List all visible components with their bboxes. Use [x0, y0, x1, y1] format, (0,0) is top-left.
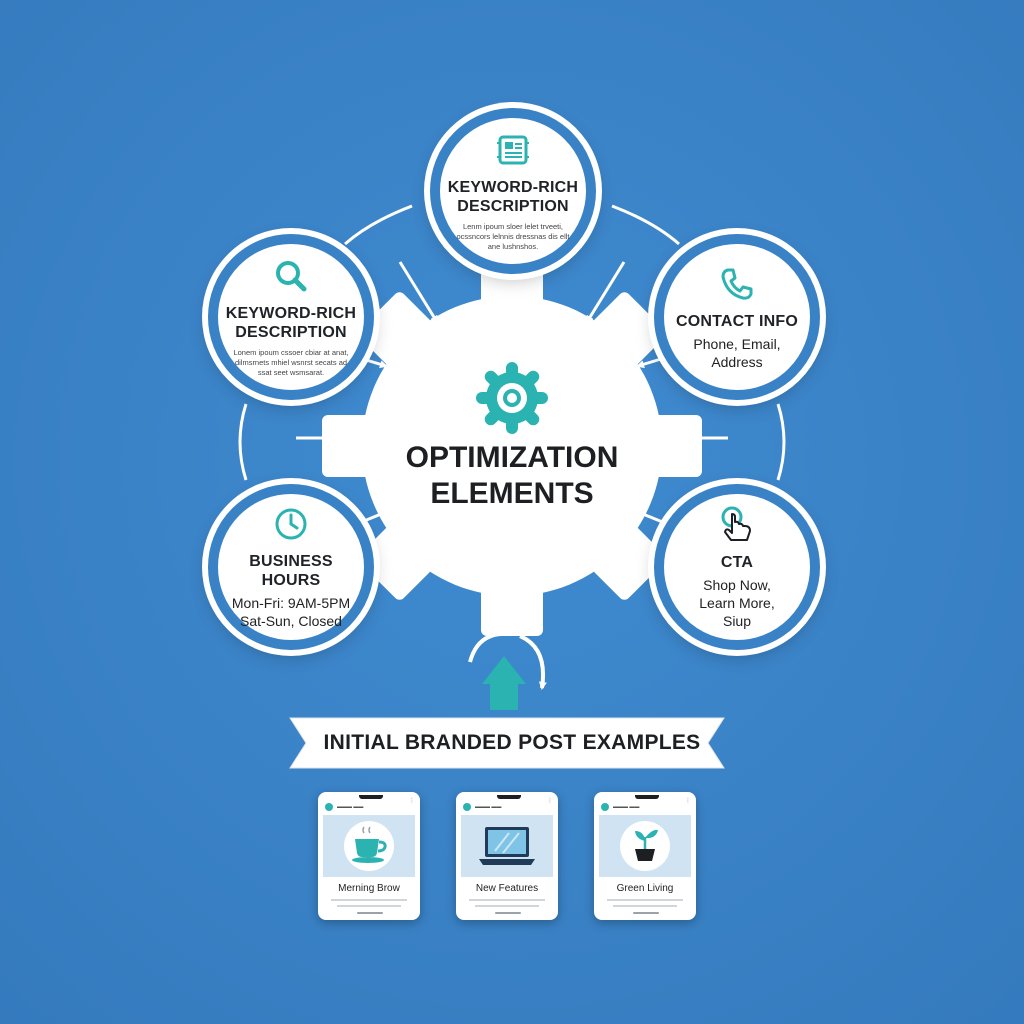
text-line: [469, 899, 545, 901]
arrow-top-left-diag: [398, 261, 439, 324]
node-title: KEYWORD-RICH DESCRIPTION: [225, 305, 357, 341]
node-title: BUSINESS HOURS: [249, 553, 333, 589]
node-title: CTA: [720, 553, 754, 571]
avatar: [463, 803, 471, 811]
phone-notch: [497, 795, 521, 799]
post-media: [461, 815, 553, 877]
home-indicator: [357, 912, 383, 914]
node-description: Lenm ipoum sloer lelet trveeti, ocssncor…: [456, 222, 570, 251]
node-line-1: Shop Now,: [703, 576, 771, 593]
plant-icon: [620, 821, 670, 871]
clock-icon: [275, 508, 307, 540]
outer-arc-left: [238, 403, 248, 481]
node-title: CONTACT INFO: [675, 312, 799, 330]
post-header: ▬▬▬ ▬▬: [325, 801, 413, 813]
search-icon: [276, 261, 307, 292]
post-caption: Green Living: [616, 883, 674, 894]
post-media: [323, 815, 415, 877]
node-title: KEYWORD-RICH DESCRIPTION: [447, 179, 579, 215]
text-line: [607, 899, 683, 901]
ribbon-banner: [289, 717, 725, 769]
post-example-card: ▬▬▬ ▬▬ ⋮ Merning Brow: [318, 792, 420, 920]
node-business-hours: BUSINESS HOURS Mon-Fri: 9AM-5PM Sat-Sun,…: [208, 484, 374, 650]
node-line-2: Sat-Sun, Closed: [240, 613, 342, 629]
outer-arc-top-left: [344, 204, 413, 246]
more-icon: ⋮: [685, 798, 691, 804]
more-icon: ⋮: [547, 798, 553, 804]
more-icon: ⋮: [409, 798, 415, 804]
post-header: ▬▬▬ ▬▬: [463, 801, 551, 813]
post-username-placeholder: ▬▬▬ ▬▬: [475, 804, 502, 810]
post-caption: Merning Brow: [338, 883, 400, 894]
avatar: [601, 803, 609, 811]
node-line-3: Siup: [722, 612, 752, 629]
home-indicator: [495, 912, 521, 914]
node-description: Lonem ipoum cssoer cbiar at anat, dilmsr…: [233, 348, 349, 377]
arrow-top-right-diag: [585, 261, 626, 324]
post-header: ▬▬▬ ▬▬: [601, 801, 689, 813]
node-keyword-description-top: KEYWORD-RICH DESCRIPTION Lenm ipoum sloe…: [430, 108, 596, 274]
laptop-icon: [479, 827, 535, 865]
post-example-card: ▬▬▬ ▬▬ ⋮ Green Living: [594, 792, 696, 920]
node-line-2: Learn More,: [699, 594, 775, 611]
banner-text: INITIAL BRANDED POST EXAMPLES: [323, 731, 701, 754]
text-line: [475, 905, 539, 907]
home-indicator: [633, 912, 659, 914]
post-media: [599, 815, 691, 877]
text-line: [337, 905, 401, 907]
coffee-cup-icon: [344, 821, 394, 871]
document-icon: [497, 135, 529, 165]
outer-arc-top-right: [611, 204, 680, 246]
text-line: [613, 905, 677, 907]
phone-icon: [721, 268, 753, 300]
text-line: [331, 899, 407, 901]
post-username-placeholder: ▬▬▬ ▬▬: [337, 804, 364, 810]
node-cta: CTA Shop Now, Learn More, Siup: [654, 484, 820, 650]
banner: INITIAL BRANDED POST EXAMPLES: [288, 718, 736, 768]
gear-icon: [476, 362, 548, 434]
avatar: [325, 803, 333, 811]
post-caption: New Features: [475, 883, 539, 894]
node-line-2: Address: [711, 353, 763, 370]
node-line-1: Phone, Email,: [693, 335, 781, 352]
pointer-hand-icon: [721, 506, 751, 541]
node-line-1: Mon-Fri: 9AM-5PM: [231, 595, 351, 611]
node-contact-info: CONTACT INFO Phone, Email, Address: [654, 234, 820, 400]
cycle-arrow-icon: [468, 631, 547, 710]
post-example-card: ▬▬▬ ▬▬ ⋮ New Features: [456, 792, 558, 920]
phone-notch: [359, 795, 383, 799]
post-username-placeholder: ▬▬▬ ▬▬: [613, 804, 640, 810]
center-title: OPTIMIZATION ELEMENTS: [405, 441, 619, 510]
phone-notch: [635, 795, 659, 799]
node-keyword-description-left: KEYWORD-RICH DESCRIPTION Lonem ipoum css…: [208, 234, 374, 400]
outer-arc-right: [776, 403, 786, 481]
